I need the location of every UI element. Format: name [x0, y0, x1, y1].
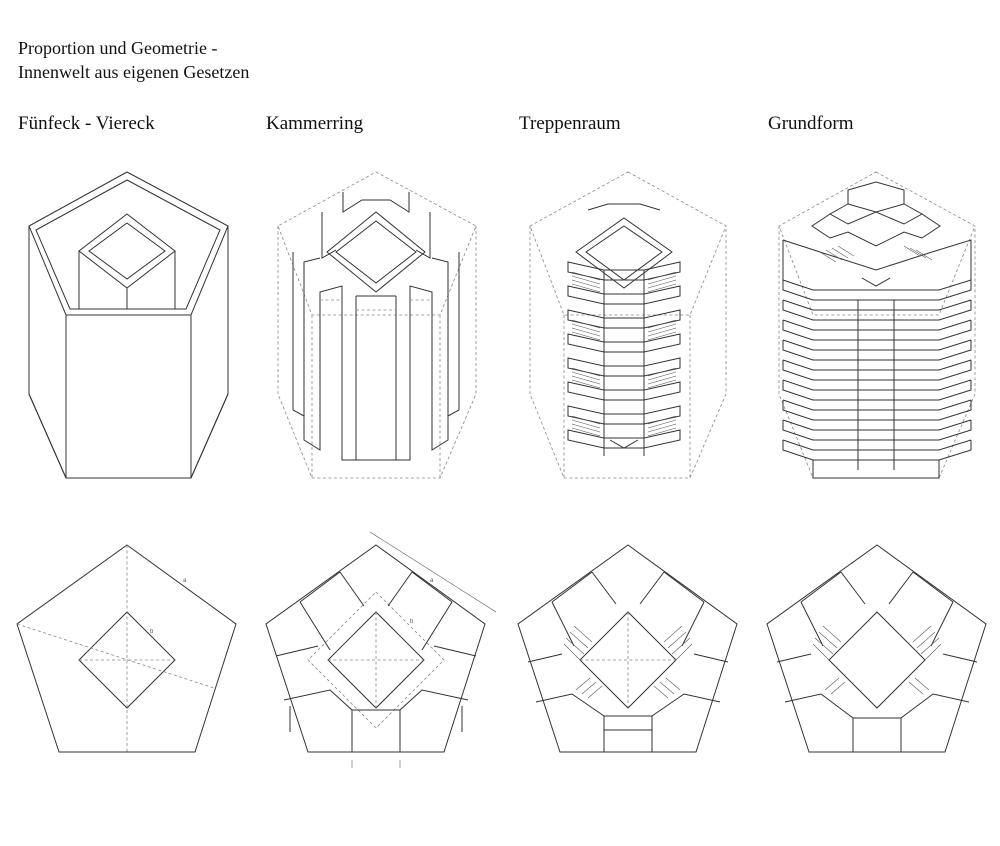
axo-grundform	[778, 171, 976, 479]
label-fuenfeck-viereck: Fünfeck - Viereck	[18, 113, 155, 134]
dim-mark-a: a	[183, 578, 187, 584]
page-title: Proportion und Geometrie - Innenwelt aus…	[18, 36, 249, 84]
plan-kammerring: a b	[265, 531, 497, 768]
title-line-1: Proportion und Geometrie -	[18, 38, 218, 58]
title-line-2: Innenwelt aus eigenen Gesetzen	[18, 62, 250, 82]
label-kammerring: Kammerring	[266, 113, 364, 134]
axo-fuenfeck-viereck	[28, 171, 229, 479]
plan-treppenraum	[517, 544, 738, 753]
dim-mark-kammer-b: b	[410, 619, 414, 625]
axo-treppenraum	[529, 171, 727, 479]
axo-kammerring	[277, 171, 477, 479]
label-grundform: Grundform	[768, 113, 854, 134]
plan-fuenfeck-viereck: a b	[16, 544, 237, 753]
dim-mark-kammer-a: a	[430, 578, 434, 584]
dim-mark-b: b	[150, 629, 154, 635]
plan-grundform	[766, 544, 987, 753]
label-treppenraum: Treppenraum	[519, 113, 621, 134]
